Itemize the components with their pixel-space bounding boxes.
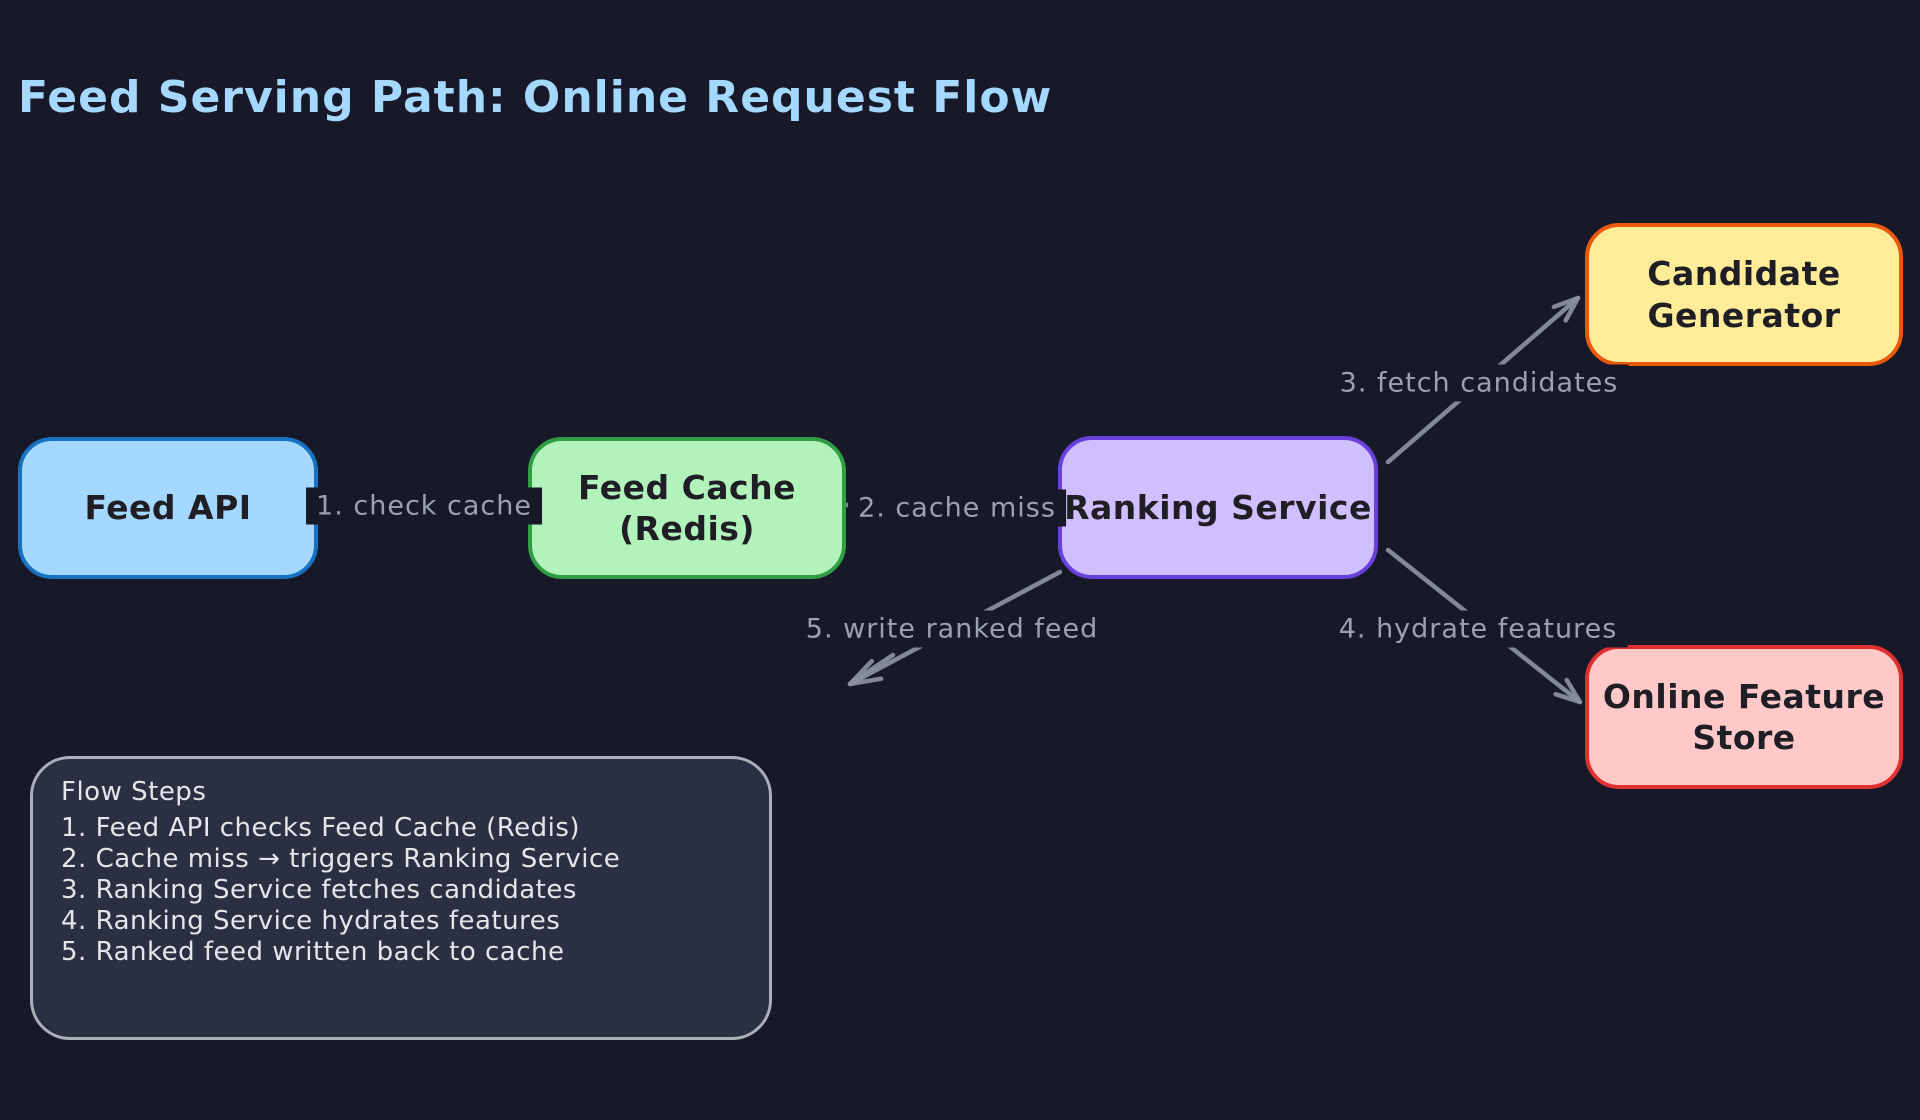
flow-step-5: 5. Ranked feed written back to cache	[61, 937, 565, 967]
edge-label-cache-miss[interactable]: 2. cache miss	[848, 489, 1066, 527]
node-online-feature-store[interactable]: Online Feature Store	[1585, 645, 1903, 789]
edge-label-hydrate-features[interactable]: 4. hydrate features	[1328, 610, 1628, 648]
node-label: Online Feature Store	[1602, 676, 1886, 757]
flow-step-3: 3. Ranking Service fetches candidates	[61, 875, 577, 905]
node-feed-api[interactable]: Feed API	[18, 437, 318, 579]
node-label: Feed API	[84, 488, 252, 528]
edge-label-fetch-candidates[interactable]: 3. fetch candidates	[1329, 364, 1629, 402]
edge-hydrate-features-arrowhead	[1553, 677, 1583, 705]
node-label: Feed Cache (Redis)	[577, 467, 796, 548]
edge-write-ranked-feed-arrowhead	[847, 658, 884, 687]
edge-fetch-candidates-arrowhead	[1551, 295, 1581, 323]
flow-step-1: 1. Feed API checks Feed Cache (Redis)	[61, 813, 581, 843]
flow-step-2: 2. Cache miss → triggers Ranking Service	[61, 844, 621, 874]
node-label: Ranking Service	[1064, 487, 1372, 527]
node-ranking-service[interactable]: Ranking Service	[1058, 436, 1378, 579]
node-label: Candidate Generator	[1647, 254, 1841, 335]
edge-label-write-ranked-feed[interactable]: 5. write ranked feed	[795, 610, 1109, 648]
flow-steps-title: Flow Steps	[61, 777, 207, 807]
node-candidate-generator[interactable]: Candidate Generator	[1585, 223, 1903, 366]
edge-write-ranked-feed-arrowhead-inner	[849, 652, 896, 685]
node-feed-cache[interactable]: Feed Cache (Redis)	[528, 437, 846, 579]
diagram-title: Feed Serving Path: Online Request Flow	[18, 72, 1053, 123]
flow-step-4: 4. Ranking Service hydrates features	[61, 906, 561, 936]
flow-steps-panel[interactable]: Flow Steps 1. Feed API checks Feed Cache…	[30, 756, 772, 1040]
edge-label-check-cache[interactable]: 1. check cache	[306, 487, 542, 525]
